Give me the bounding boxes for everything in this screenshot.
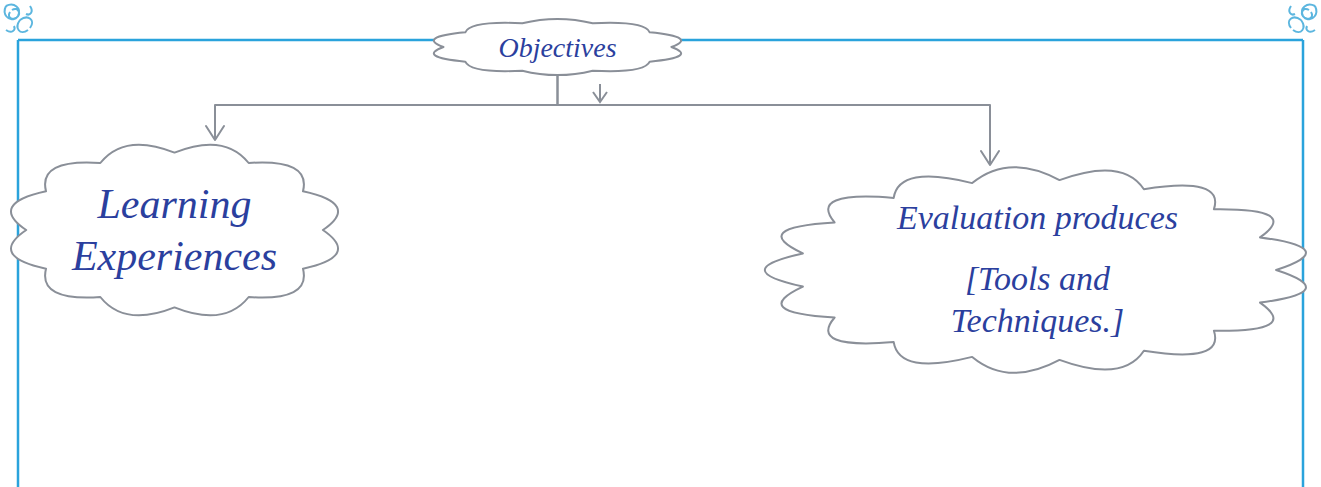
node-title: Objectives (498, 30, 616, 65)
stub-arrow (593, 84, 607, 102)
corner-ornament (5, 5, 1317, 32)
cloud-outline (2, 140, 347, 320)
node-title: Evaluation produces (897, 197, 1178, 240)
process-cloud: Evaluation produces [Tools and Techniques… (760, 165, 1315, 375)
objective-cloud: Objectives (425, 18, 690, 76)
flow-arrow (206, 76, 558, 140)
flow-arrow (558, 76, 1000, 165)
node-body: [Tools and Techniques.] (888, 258, 1188, 343)
process-cloud: Learning Experiences (2, 140, 347, 320)
node-title: Learning Experiences (50, 178, 300, 283)
